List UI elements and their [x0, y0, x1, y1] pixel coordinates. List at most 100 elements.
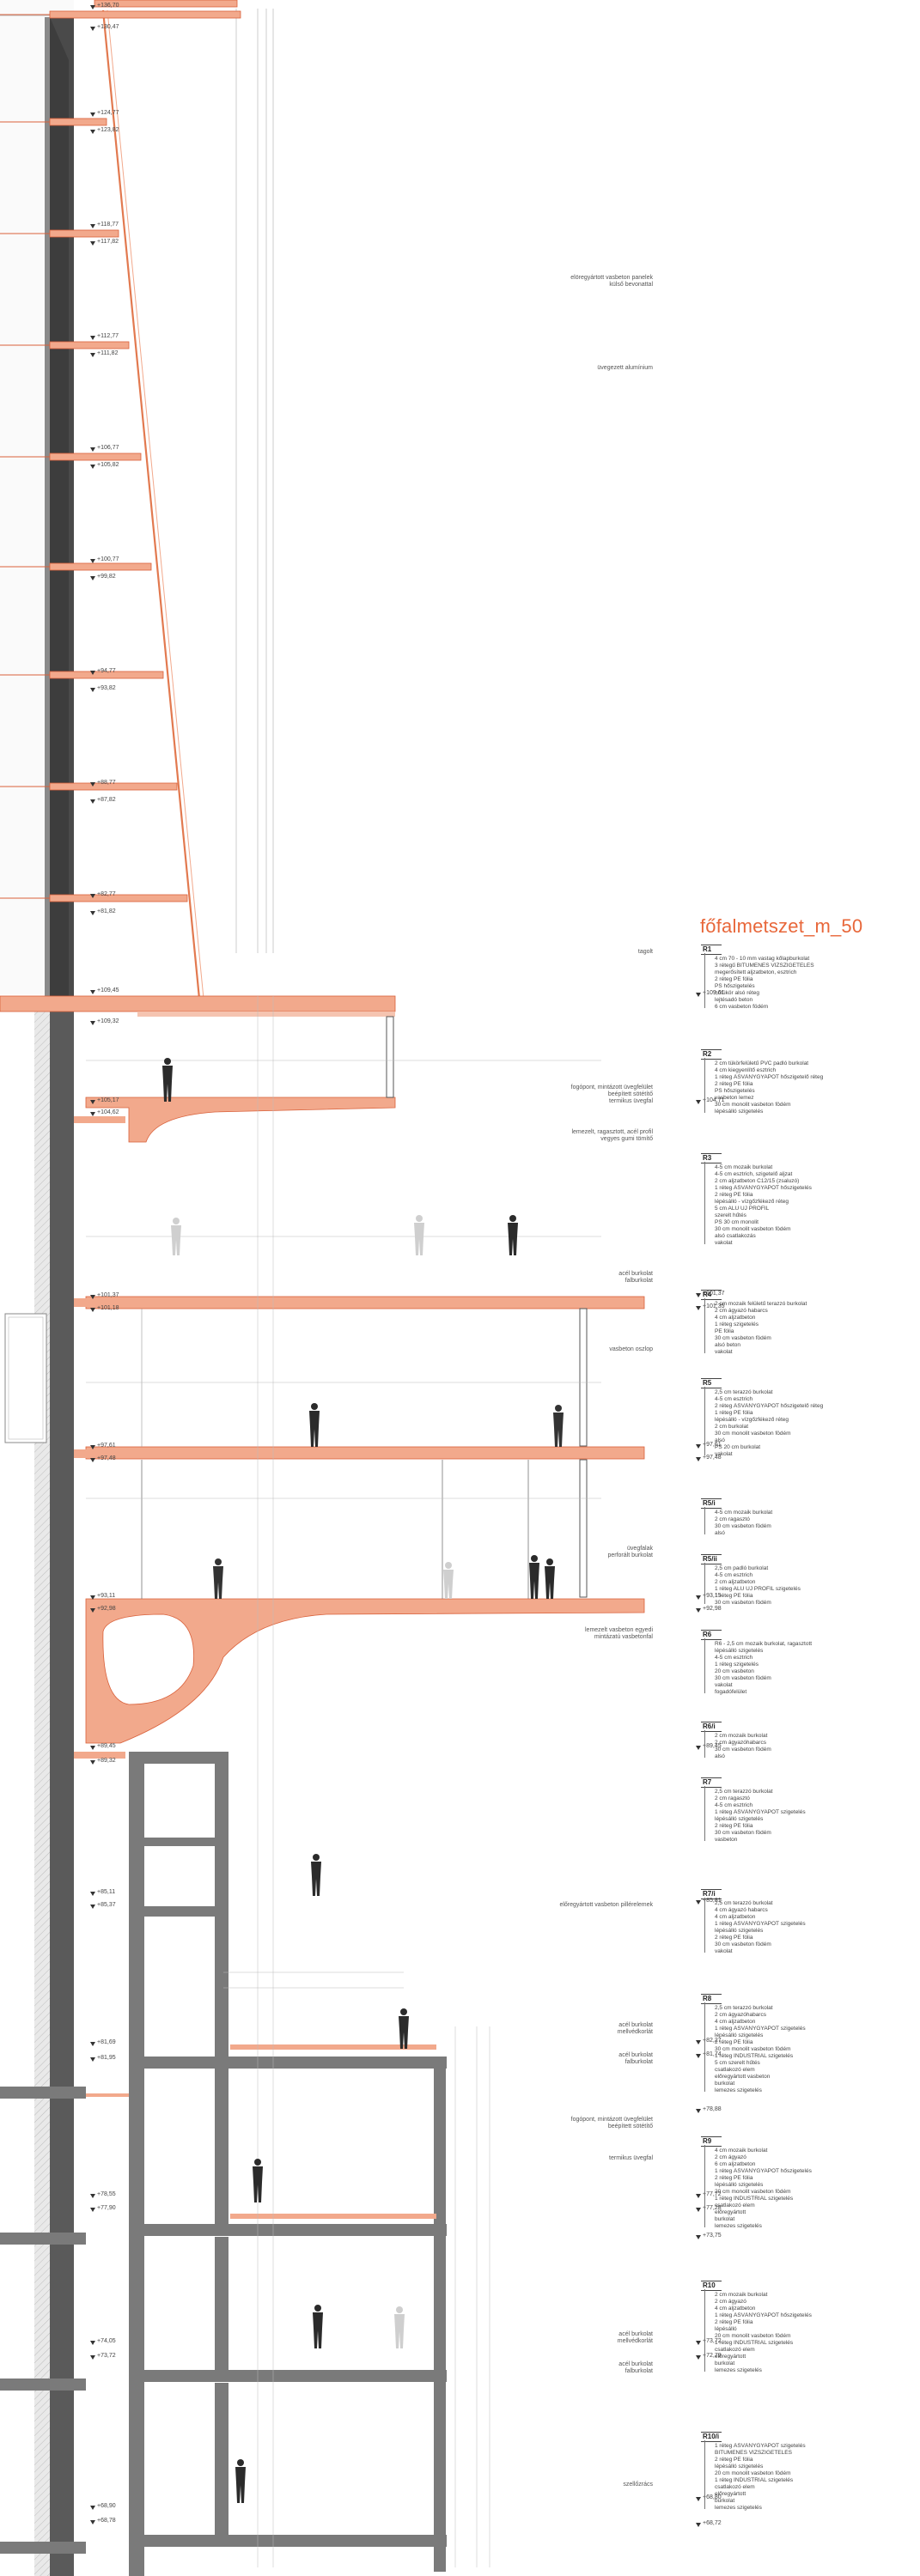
layer-spec-line: 3 rétegű BITUMENES VÍZSZIGETELÉS	[715, 963, 814, 969]
layer-spec-line: PS hőszigetelés	[715, 983, 755, 989]
level-label: +82,77	[97, 891, 116, 897]
layer-spec-line: 2 cm aljzatbeton C12/15 (zsaluzó)	[715, 1178, 800, 1184]
level-label: +73,72	[97, 2353, 116, 2359]
layer-spec-line: 2 cm tükörfelületű PVC padló burkolat	[715, 1060, 809, 1066]
layer-spec-line: 30 cm vasbeton födém	[715, 1747, 771, 1753]
layer-spec-line: lépésálló szigetelés	[715, 1109, 764, 1115]
level-label: +104,71	[703, 1097, 725, 1103]
layer-spec-line: 30 cm vasbeton födém	[715, 1335, 771, 1341]
layer-spec-line: 4-5 cm mozaik burkolat	[715, 1164, 773, 1170]
level-label: +106,77	[97, 445, 119, 451]
level-label: +130,47	[97, 24, 119, 30]
layer-spec-line: alsó csatlakozás	[715, 1233, 756, 1239]
level-label: +81,82	[97, 908, 116, 914]
layer-spec-line: 4 cm aljzatbeton	[715, 2019, 756, 2025]
layer-spec-line: vakolat	[715, 1451, 733, 1457]
layer-spec-label: R3	[701, 1153, 722, 1163]
person-silhouette	[213, 1558, 223, 1599]
annotation-note: fogópont, mintázott üvegfelület beépítet…	[570, 2117, 653, 2129]
spec-bracket	[704, 1162, 712, 1244]
layer-spec-line: csatlakozó elem	[715, 2067, 755, 2073]
annotation-note: üvegfalak perforált burkolat	[607, 1546, 653, 1558]
layer-spec-line: csatlakozó elem	[715, 2202, 755, 2208]
layer-spec-line: alsó	[715, 1437, 725, 1443]
layer-spec-line: lépésálló szigetelés	[715, 2182, 764, 2188]
person-silhouette	[313, 2305, 323, 2348]
layer-spec-label: R10/i	[701, 2432, 722, 2442]
level-label: +105,82	[97, 462, 119, 468]
upper-ledges	[0, 0, 241, 902]
person-silhouette	[309, 1403, 320, 1447]
layer-spec-line: vakolat	[715, 1682, 733, 1688]
layer-spec-line: 4 cm mozaik burkolat	[715, 2148, 768, 2154]
layer-spec-label: R5	[701, 1378, 722, 1388]
annotation-note: vasbeton oszlop	[609, 1346, 653, 1352]
layer-spec-line: 2 cm mozaik felületű terazzó burkolat	[715, 1301, 807, 1307]
lower-orange-strips	[86, 2044, 436, 2219]
layer-spec-line: 1 réteg ÁSVÁNYGYAPOT hőszigetelés	[715, 2312, 812, 2318]
layer-spec-line: burkolat	[715, 2360, 735, 2366]
layer-spec-line: 2,5 cm terazzó burkolat	[715, 1389, 773, 1395]
ledge	[49, 118, 107, 126]
spec-bracket	[704, 2145, 712, 2227]
ledge	[49, 562, 152, 571]
spec-bracket	[704, 1387, 712, 1455]
layer-spec-line: 4-5 cm esztrich	[715, 1396, 753, 1402]
layer-spec-line: lépésálló szigetelés	[715, 1928, 764, 1934]
layer-spec-line: alsó	[715, 1530, 725, 1536]
layer-spec-line: hőtükör alsó réteg	[715, 990, 760, 996]
annotation-note: üvegezett alumínium	[597, 365, 653, 371]
layer-spec-line: 5 cm ALU ÚJ PROFIL	[715, 1206, 770, 1212]
level-label: +68,72	[703, 2520, 722, 2526]
level-label: +104,62	[97, 1109, 119, 1115]
layer-spec-line: PS hőszigetelés	[715, 1088, 755, 1094]
layer-spec-line: előregyártott	[715, 2491, 746, 2497]
annotation-note: lemezelt vasbeton egyedi mintázatú vasbe…	[585, 1627, 653, 1640]
layer-spec-line: 1 réteg INDUSTRIAL szigetelés	[715, 2196, 794, 2202]
layer-spec-line: lemezes szigetelés	[715, 2505, 762, 2511]
level-label: +97,61	[97, 1443, 116, 1449]
layer-spec-line: lépésálló - vízgőzfékező réteg	[715, 1417, 789, 1423]
layer-spec-line: 2 cm mozaik burkolat	[715, 1733, 768, 1739]
level-label: +81,95	[97, 2055, 116, 2061]
layer-spec-line: megerősített aljzatbeton, esztrich	[715, 969, 797, 975]
annotation-note: termikus üvegfal	[609, 2155, 653, 2161]
person-silhouette	[553, 1405, 564, 1447]
layer-spec-line: 1 réteg PE fólia	[715, 1593, 753, 1599]
layer-spec-line: 4 cm kiegyenlítő esztrich	[715, 1067, 777, 1073]
layer-spec-line: 1 réteg ÁSVÁNYGYAPOT hőszigetelő réteg	[715, 1074, 824, 1080]
level-label: +123,82	[97, 127, 119, 133]
layer-spec-line: szerelt hűtés	[715, 1212, 746, 1218]
layer-spec-line: 30 cm monolit vasbeton födém	[715, 1431, 791, 1437]
level-label: +136,70	[97, 3, 119, 9]
layer-spec-line: 2 cm ágyazó habarcs	[715, 1308, 768, 1314]
level-label: +74,05	[97, 2338, 116, 2344]
layer-spec-line: 2 réteg PE fólia	[715, 2039, 753, 2045]
level-label: +77,90	[97, 2205, 116, 2211]
layer-spec-line: 2,5 cm terazzó burkolat	[715, 2005, 773, 2011]
spec-bracket	[704, 1638, 712, 1693]
spec-bracket	[704, 2289, 712, 2372]
layer-spec-line: lépésálló - vízgőzfékező réteg	[715, 1199, 789, 1205]
person-silhouette	[529, 1555, 539, 1599]
layer-spec-line: 2 réteg PE fólia	[715, 1081, 753, 1087]
level-label: +109,45	[97, 987, 119, 993]
level-label: +78,88	[703, 2106, 722, 2112]
annotation-note: elöregyártott vasbeton panelek külső bev…	[570, 275, 653, 288]
layer-spec-line: 2 réteg PE fólia	[715, 2319, 753, 2325]
layer-spec-label: R6/i	[701, 1722, 722, 1732]
layer-spec-line: burkolat	[715, 2216, 735, 2222]
layer-spec-line: vakolat	[715, 1240, 733, 1246]
level-label: +111,82	[97, 350, 119, 356]
layer-spec-line: előregyártott	[715, 2209, 746, 2215]
layer-spec-line: 1 réteg PE fólia	[715, 1410, 753, 1416]
lower-concrete-frame	[0, 1752, 447, 2576]
layer-spec-line: 20 cm monolit vasbeton födém	[715, 2189, 791, 2195]
annotation-note: acél burkolat mellvédkorlát	[617, 2022, 653, 2035]
layer-spec-label: R4	[701, 1290, 722, 1300]
spec-bracket	[704, 953, 712, 1008]
layer-spec-line: 2 cm ágyazóhabarcs	[715, 1740, 766, 1746]
